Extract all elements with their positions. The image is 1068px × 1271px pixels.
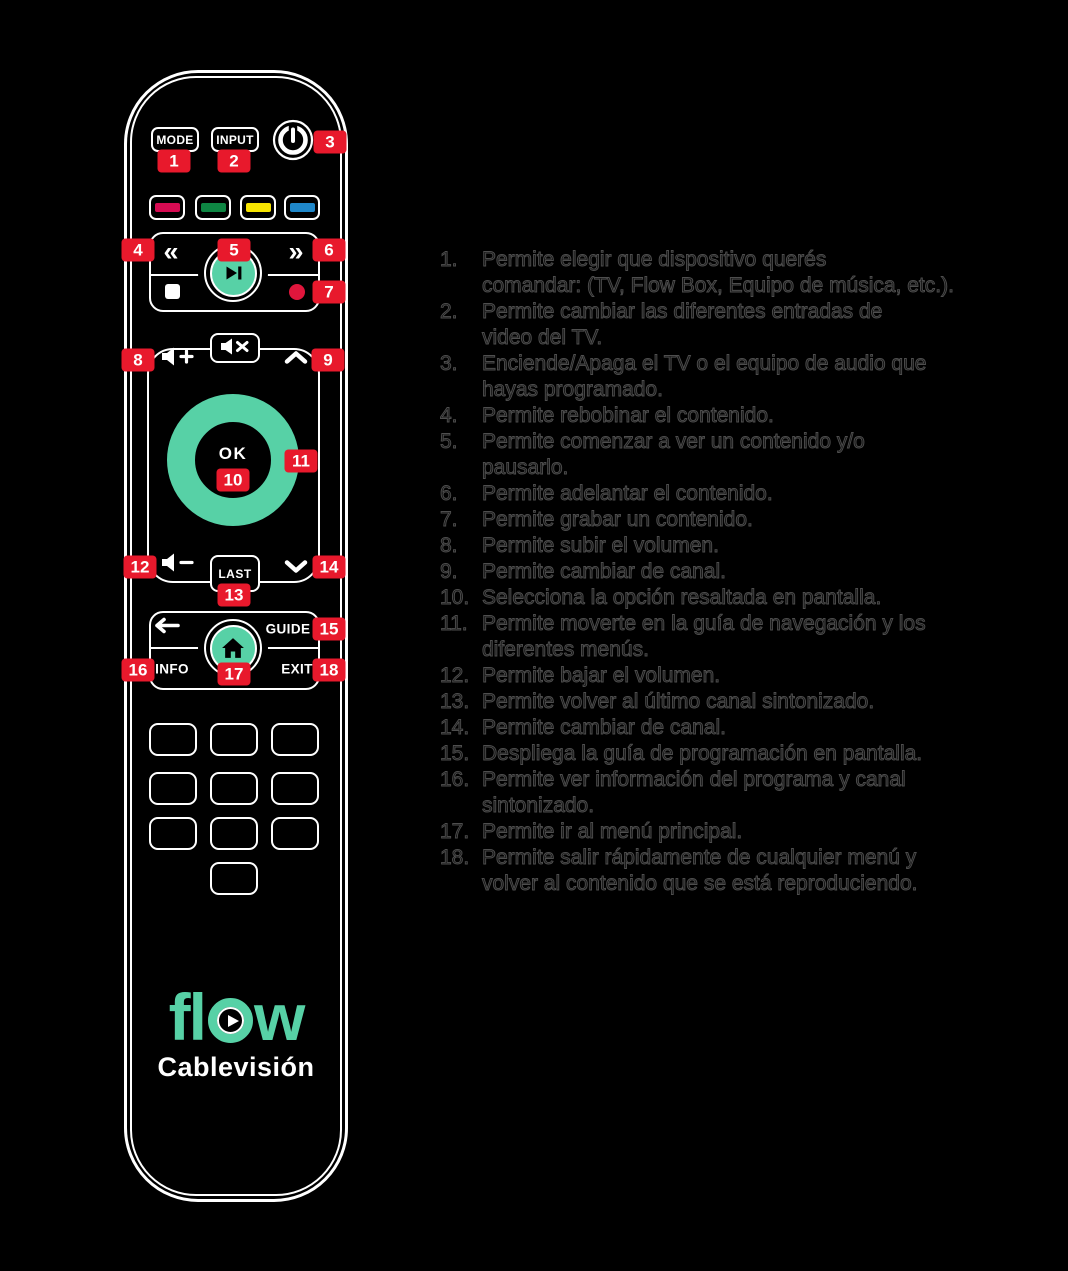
- back-arrow-icon: [152, 617, 180, 640]
- callout-7: 7: [312, 280, 346, 304]
- mute-button[interactable]: [210, 333, 260, 363]
- list-item: 3.Enciende/Apaga el TV o el equipo de au…: [440, 352, 927, 402]
- mode-button[interactable]: MODE: [151, 127, 199, 152]
- guide-button[interactable]: GUIDE: [265, 621, 311, 637]
- keypad-button[interactable]: [210, 723, 258, 756]
- record-button[interactable]: [289, 284, 305, 300]
- list-item: 12.Permite bajar el volumen.: [440, 664, 721, 688]
- power-icon: [272, 119, 314, 164]
- power-button[interactable]: [272, 119, 314, 161]
- list-item: 17.Permite ir al menú principal.: [440, 820, 743, 844]
- ok-button[interactable]: OK: [218, 444, 248, 463]
- info-button[interactable]: INFO: [155, 661, 189, 677]
- keypad-button[interactable]: [210, 817, 258, 850]
- list-item: 13.Permite volver al último canal sinton…: [440, 690, 875, 714]
- callout-3: 3: [313, 130, 347, 154]
- callout-5: 5: [217, 238, 251, 262]
- list-item: 7.Permite grabar un contenido.: [440, 508, 754, 532]
- instruction-list: 1.Permite elegir que dispositivo querés …: [440, 247, 1015, 897]
- flow-logo-play-icon: [207, 998, 253, 1044]
- callout-13: 13: [217, 583, 251, 607]
- keypad-button[interactable]: [149, 772, 197, 805]
- rewind-icon: «: [163, 236, 179, 267]
- list-item: 15.Despliega la guía de programación en …: [440, 742, 923, 766]
- list-item: 4.Permite rebobinar el contenido.: [440, 404, 775, 428]
- chevron-up-icon: [283, 350, 309, 371]
- green-bar-icon: [200, 202, 226, 213]
- list-item: 18.Permite salir rápidamente de cualquie…: [440, 846, 918, 896]
- callout-6: 6: [312, 238, 346, 262]
- rewind-button[interactable]: «: [163, 236, 179, 267]
- keypad-button[interactable]: [271, 817, 319, 850]
- list-item: 2.Permite cambiar las diferentes entrada…: [440, 300, 883, 350]
- volume-plus-icon: [160, 347, 194, 372]
- list-item: 10.Selecciona la opción resaltada en pan…: [440, 586, 882, 610]
- red-bar-icon: [154, 202, 180, 213]
- callout-17: 17: [217, 662, 251, 686]
- list-item: 6.Permite adelantar el contenido.: [440, 482, 774, 506]
- keypad-button[interactable]: [210, 772, 258, 805]
- flow-logo-text-fl: fl: [168, 980, 207, 1054]
- red-color-key[interactable]: [149, 195, 185, 220]
- callout-18: 18: [312, 658, 346, 682]
- remote-body: MODE INPUT « »: [121, 70, 348, 1202]
- volume-down-button[interactable]: [160, 553, 194, 578]
- callout-15: 15: [312, 617, 346, 641]
- keypad-button[interactable]: [271, 772, 319, 805]
- input-button[interactable]: INPUT: [211, 127, 259, 152]
- callout-9: 9: [311, 348, 345, 372]
- keypad-button[interactable]: [210, 862, 258, 895]
- channel-up-button[interactable]: [283, 350, 309, 371]
- brand-subtitle: Cablevisión: [157, 1052, 315, 1083]
- list-item: 9.Permite cambiar de canal.: [440, 560, 727, 584]
- volume-up-button[interactable]: [160, 347, 194, 372]
- callout-14: 14: [312, 555, 346, 579]
- exit-button[interactable]: EXIT: [281, 661, 313, 677]
- forward-icon: »: [288, 236, 304, 267]
- callout-2: 2: [217, 149, 251, 173]
- volume-minus-icon: [160, 553, 194, 578]
- chevron-down-icon: [283, 559, 309, 580]
- yellow-bar-icon: [245, 202, 271, 213]
- list-item: 11.Permite moverte en la guía de navegac…: [440, 612, 926, 662]
- channel-down-button[interactable]: [283, 559, 309, 580]
- callout-8: 8: [121, 348, 155, 372]
- blue-bar-icon: [289, 202, 315, 213]
- stop-button[interactable]: [165, 284, 180, 299]
- blue-color-key[interactable]: [284, 195, 320, 220]
- list-item: 8.Permite subir el volumen.: [440, 534, 720, 558]
- callout-4: 4: [121, 238, 155, 262]
- list-item: 1.Permite elegir que dispositivo querés …: [440, 248, 955, 298]
- keypad-button[interactable]: [149, 723, 197, 756]
- callout-10: 10: [216, 468, 250, 492]
- list-item: 14.Permite cambiar de canal.: [440, 716, 727, 740]
- list-item: 16.Permite ver información del programa …: [440, 768, 907, 818]
- callout-12: 12: [123, 555, 157, 579]
- keypad-button[interactable]: [149, 817, 197, 850]
- keypad-button[interactable]: [271, 723, 319, 756]
- forward-button[interactable]: »: [288, 236, 304, 267]
- callout-16: 16: [121, 658, 155, 682]
- yellow-color-key[interactable]: [240, 195, 276, 220]
- back-button[interactable]: [152, 617, 180, 640]
- flow-logo-text-w: w: [253, 980, 305, 1054]
- callout-11: 11: [284, 449, 318, 473]
- mute-icon: [220, 338, 250, 358]
- callout-1: 1: [157, 149, 191, 173]
- list-item: 5.Permite comenzar a ver un contenido y/…: [440, 430, 866, 480]
- green-color-key[interactable]: [195, 195, 231, 220]
